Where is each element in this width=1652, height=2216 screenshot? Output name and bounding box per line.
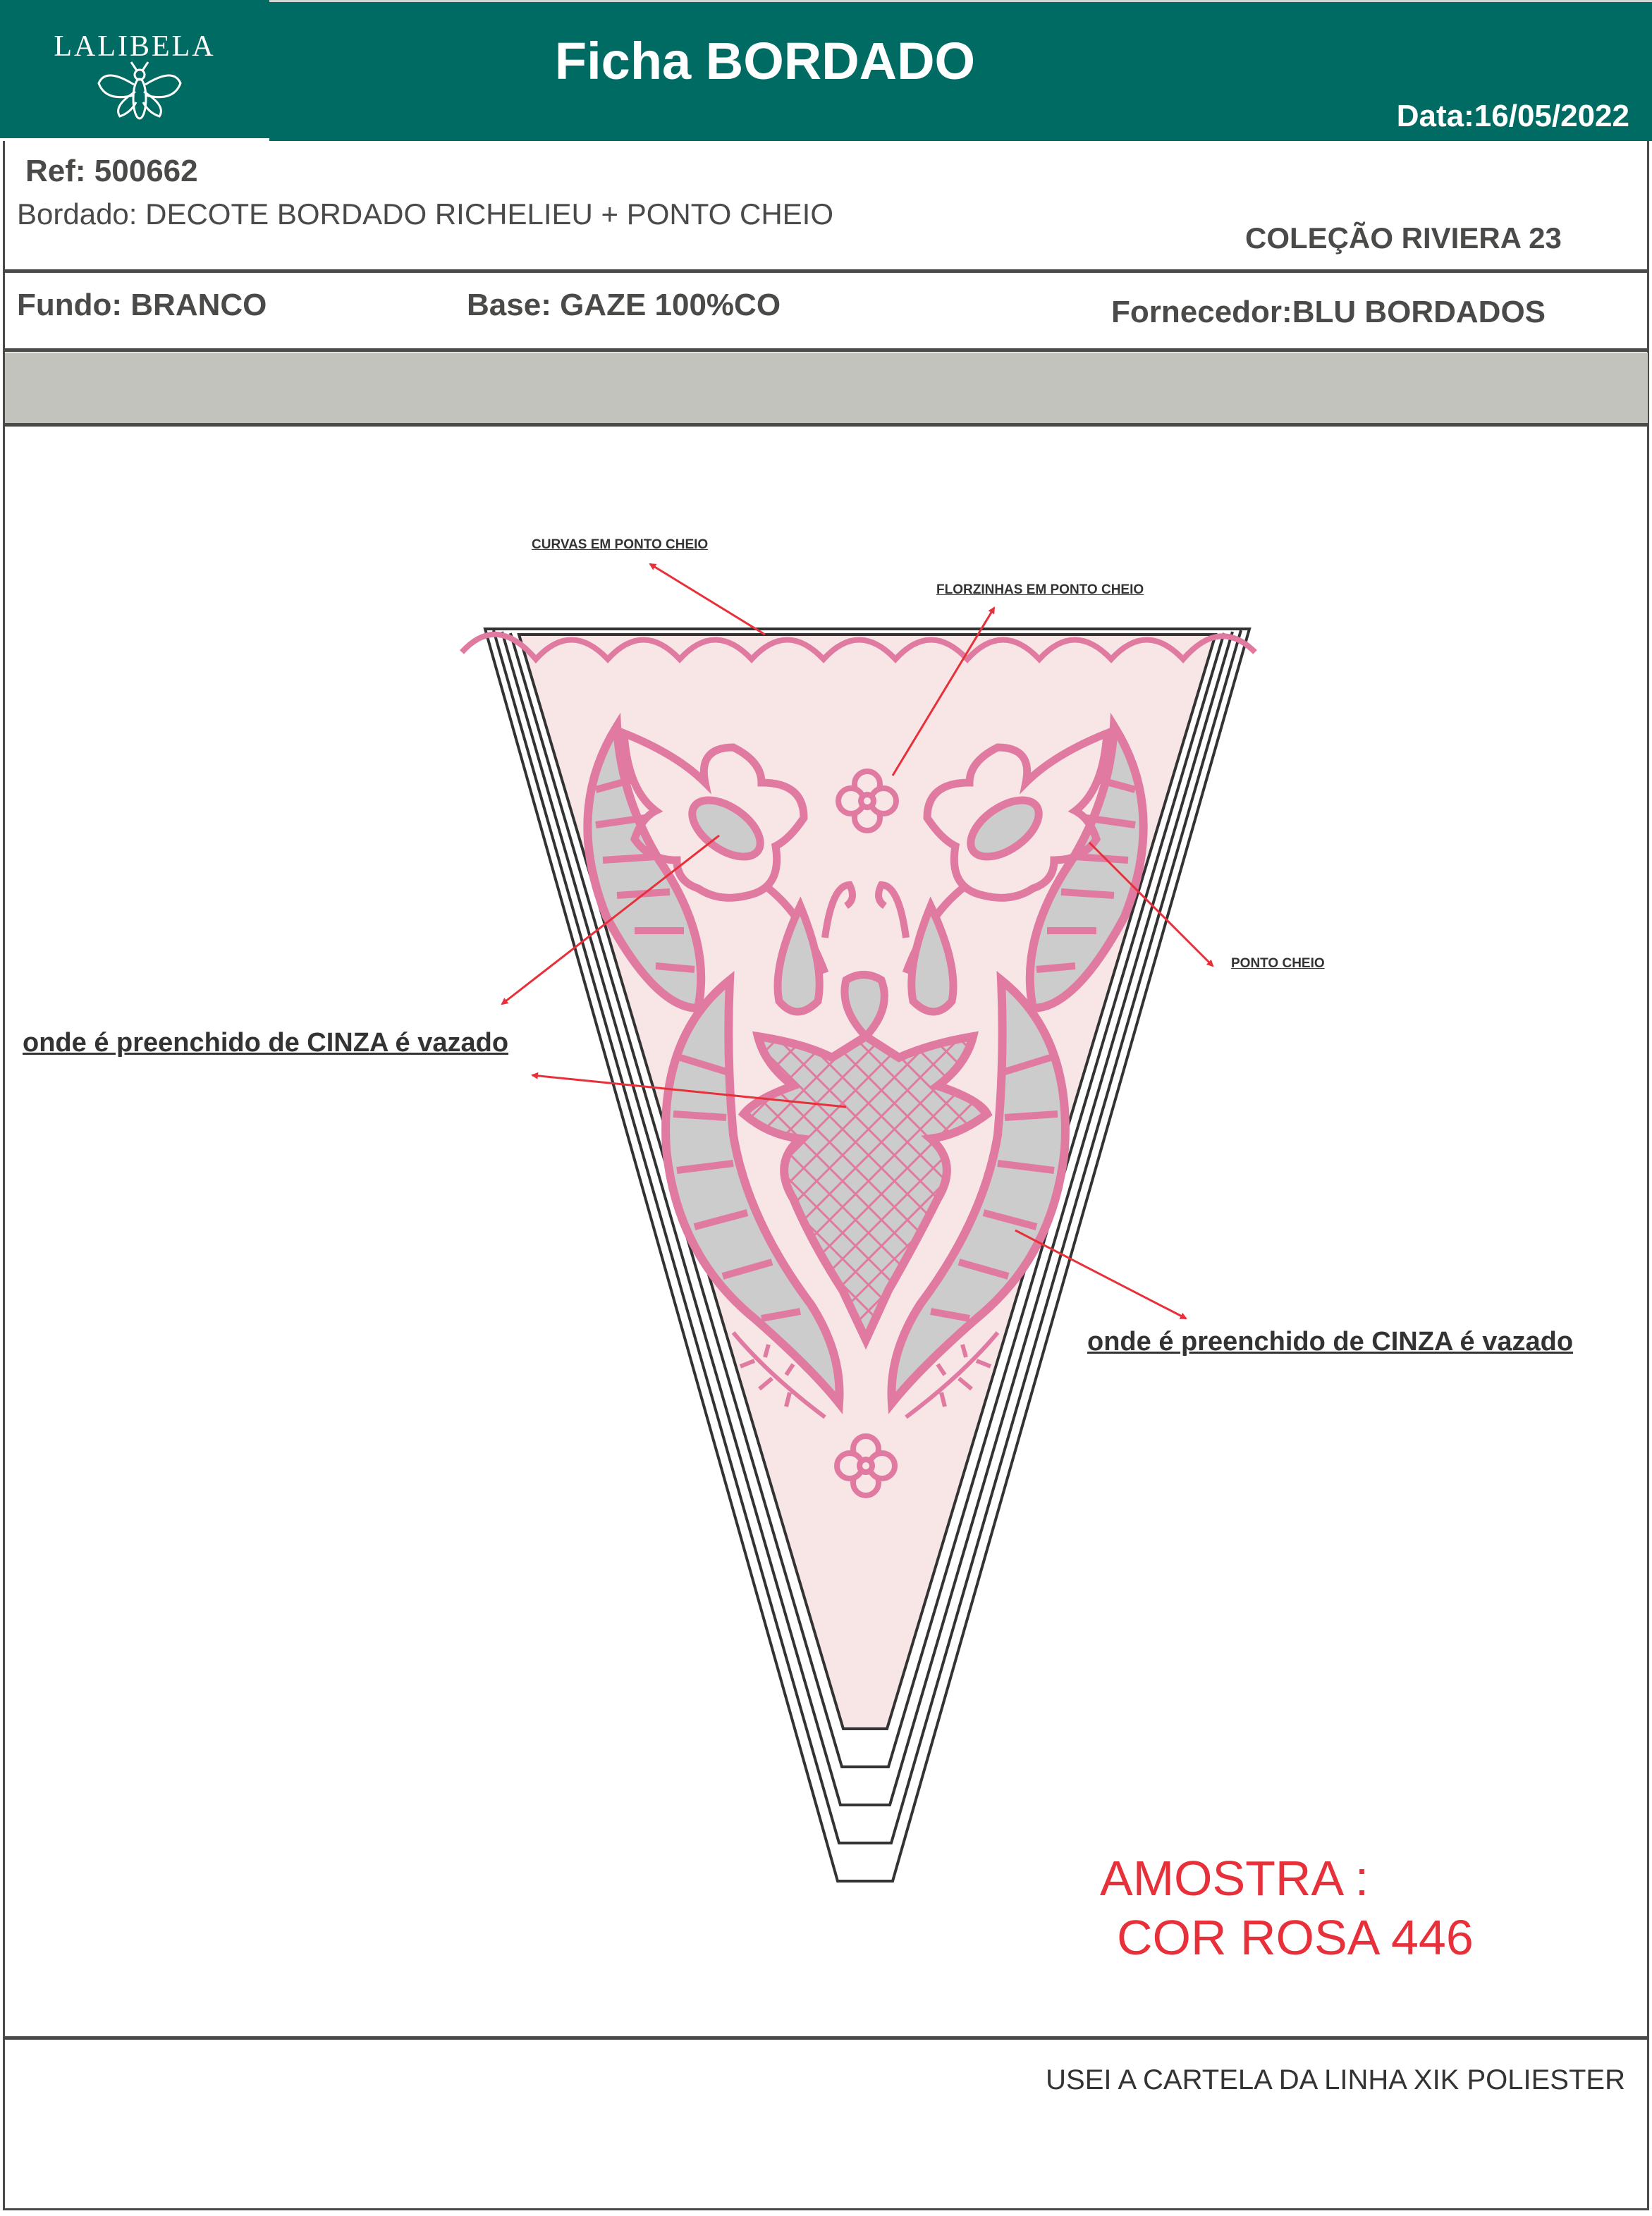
bordado-label: Bordado: DECOTE BORDADO RICHELIEU + PONT… <box>17 197 834 231</box>
curls <box>821 881 910 938</box>
lower-sickle-left <box>661 971 844 1414</box>
divider <box>4 2036 1648 2040</box>
footer-note: USEI A CARTELA DA LINHA XIK POLIESTER <box>1046 2064 1625 2095</box>
divider <box>4 348 1648 352</box>
central-lattice <box>738 1031 993 1350</box>
arrow-cinza-left-1 <box>501 834 720 1005</box>
fornecedor-label: Fornecedor:BLU BORDADOS <box>1111 295 1546 329</box>
gray-band <box>5 353 1648 423</box>
label-cinza-right: onde é preenchido de CINZA é vazado <box>1087 1327 1574 1357</box>
base-label: Base: GAZE 100%CO <box>467 288 781 322</box>
label-ponto-cheio: PONTO CHEIO <box>1231 956 1325 971</box>
sheet-frame <box>3 141 1649 2210</box>
annotation-arrows <box>501 563 1214 1320</box>
lower-sickle-right <box>887 971 1070 1414</box>
brand-logo: LALIBELA <box>54 30 216 63</box>
arrow-cinza-right <box>1015 1229 1187 1320</box>
label-florzinhas: FLORZINHAS EM PONTO CHEIO <box>936 582 1144 597</box>
label-cinza-left: onde é preenchido de CINZA é vazado <box>23 1028 509 1058</box>
color-label: COR ROSA 446 <box>1117 1910 1474 1965</box>
date-label: Data:16/05/2022 <box>1396 99 1629 133</box>
small-flower-top <box>836 769 899 833</box>
page-title: Ficha BORDADO <box>554 32 976 90</box>
sprigs <box>731 1331 1000 1419</box>
ref-label: Ref: 500662 <box>25 154 198 188</box>
amostra-label: AMOSTRA : <box>1100 1851 1369 1906</box>
bee-icon <box>97 61 182 120</box>
grape-leaf-right <box>902 727 1112 974</box>
arrow-ponto-cheio <box>1088 841 1214 967</box>
teardrops <box>773 896 957 1043</box>
divider <box>0 138 269 141</box>
scallop-edge <box>460 631 1257 664</box>
arrow-cinza-left-2 <box>531 1072 847 1108</box>
colecao-label: COLEÇÃO RIVIERA 23 <box>1245 221 1562 255</box>
header-band <box>0 0 1652 141</box>
arrow-curvas <box>649 563 766 636</box>
divider <box>269 0 1652 2</box>
divider <box>4 423 1648 427</box>
divider <box>4 269 1648 273</box>
small-flower-bottom <box>834 1433 898 1498</box>
label-curvas: CURVAS EM PONTO CHEIO <box>532 537 709 552</box>
arrow-florzinhas <box>891 606 996 776</box>
fundo-label: Fundo: BRANCO <box>17 288 267 322</box>
